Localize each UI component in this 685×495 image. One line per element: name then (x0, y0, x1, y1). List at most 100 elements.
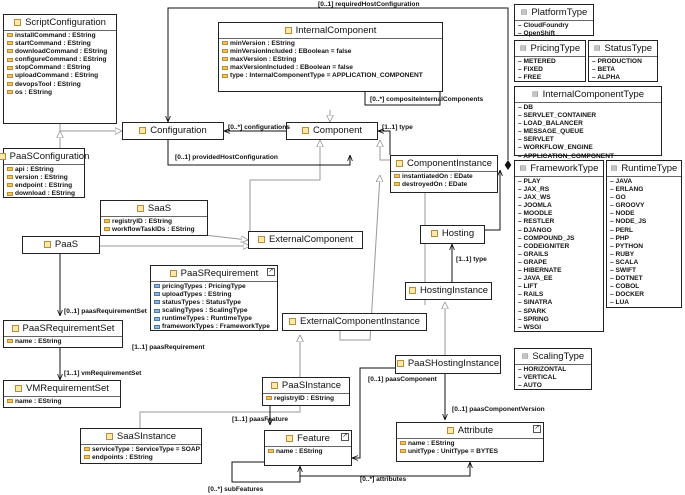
attribute-item[interactable]: name : EString (7, 398, 117, 406)
literal-item[interactable]: RUBY (610, 251, 678, 259)
class-paas-configuration[interactable]: PaaSConfiguration api : EString version … (0, 148, 89, 198)
attribute-item[interactable]: version : EString (7, 174, 81, 182)
literal-item[interactable]: BETA (592, 66, 654, 74)
attribute-item[interactable]: type : InternalComponentType = APPLICATI… (222, 72, 439, 80)
literal-item[interactable]: OpenShift (518, 30, 590, 38)
literal-item[interactable]: DOTNET (610, 275, 678, 283)
attribute-item[interactable]: minVersion : EString (222, 40, 439, 48)
literal-item[interactable]: PRODUCTION (592, 58, 654, 66)
literal-item[interactable]: FIXED (518, 66, 582, 74)
attribute-item[interactable]: registryID : EString (266, 395, 346, 403)
literal-item[interactable]: FREE (518, 74, 582, 82)
attribute-item[interactable]: api : EString (7, 166, 81, 174)
attribute-item[interactable]: minVersionIncluded : EBoolean = false (222, 48, 439, 56)
attribute-item[interactable]: runtimeTypes : RuntimeType (154, 315, 274, 323)
class-feature[interactable]: ↗ Feature name : EString (264, 430, 352, 466)
literal-item[interactable]: NODE (610, 210, 678, 218)
attribute-item[interactable]: workflowTaskIDs : EString (104, 226, 204, 234)
literal-item[interactable]: JAVA_EE (518, 275, 600, 283)
class-attribute[interactable]: ↗ Attribute name : EString unitType : Un… (396, 422, 544, 462)
literal-item[interactable]: METERED (518, 58, 582, 66)
literal-item[interactable]: SPRING (518, 316, 600, 324)
class-paas-requirement[interactable]: ↗ PaaSRequirement pricingTypes : Pricing… (150, 265, 278, 331)
literal-item[interactable]: HORIZONTAL (518, 366, 588, 374)
literal-item[interactable]: NODE_JS (610, 218, 678, 226)
attribute-item[interactable]: statusTypes : StatusType (154, 299, 274, 307)
attribute-item[interactable]: stopCommand : EString (7, 64, 113, 72)
literal-item[interactable]: PERL (610, 227, 678, 235)
class-vm-requirement-set[interactable]: VMRequirementSet name : EString (3, 380, 121, 408)
literal-item[interactable]: GROOVY (610, 202, 678, 210)
literal-item[interactable]: GRAILS (518, 251, 600, 259)
attribute-item[interactable]: download : EString (7, 190, 81, 198)
literal-item[interactable]: ALPHA (592, 74, 654, 82)
literal-item[interactable]: DB (518, 104, 658, 112)
enum-internal-component-type[interactable]: ▤InternalComponentType DB SERVLET_CONTAI… (514, 86, 662, 160)
literal-item[interactable]: SINATRA (518, 299, 600, 307)
class-hosting[interactable]: Hosting (420, 225, 485, 244)
class-external-component-instance[interactable]: ExternalComponentInstance (282, 313, 427, 331)
class-paas-hosting-instance[interactable]: PaaSHostingInstance (395, 355, 501, 374)
attribute-item[interactable]: registryID : EString (104, 218, 204, 226)
attribute-item[interactable]: devopsTool : EString (7, 81, 113, 89)
literal-item[interactable]: MESSAGE_QUEUE (518, 128, 658, 136)
attribute-item[interactable]: destroyedOn : EDate (394, 181, 494, 189)
enum-pricing-type[interactable]: ▤PricingType METERED FIXED FREE (514, 40, 586, 82)
literal-item[interactable]: WSGI (518, 324, 600, 332)
literal-item[interactable]: CODEIGNITER (518, 243, 600, 251)
attribute-item[interactable]: maxVersionIncluded : EBoolean = false (222, 64, 439, 72)
attribute-item[interactable]: pricingTypes : PricingType (154, 283, 274, 291)
class-saas[interactable]: SaaS registryID : EString workflowTaskID… (100, 200, 208, 236)
class-component-instance[interactable]: ComponentInstance instantiatedOn : EDate… (390, 155, 498, 193)
literal-item[interactable]: AUTO (518, 382, 588, 390)
enum-framework-type[interactable]: ▤FrameworkType PLAY JAX_RS JAX_WS JOOMLA… (514, 160, 604, 332)
literal-item[interactable]: JAX_WS (518, 194, 600, 202)
attribute-item[interactable]: endpoint : EString (7, 182, 81, 190)
attribute-item[interactable]: unitType : UnitType = BYTES (400, 448, 540, 456)
literal-item[interactable]: JOOMLA (518, 202, 600, 210)
literal-item[interactable]: HIBERNATE (518, 267, 600, 275)
literal-item[interactable]: COBOL (610, 283, 678, 291)
literal-item[interactable]: SERVLET_CONTAINER (518, 112, 658, 120)
class-component[interactable]: Component (286, 122, 378, 140)
class-saas-instance[interactable]: SaaSInstance serviceType : ServiceType =… (80, 428, 202, 464)
literal-item[interactable]: SERVLET (518, 136, 658, 144)
enum-status-type[interactable]: ▤StatusType PRODUCTION BETA ALPHA (588, 40, 658, 82)
enum-scaling-type[interactable]: ▤ScalingType HORIZONTAL VERTICAL AUTO (514, 348, 592, 390)
attribute-item[interactable]: scalingTypes : ScalingType (154, 307, 274, 315)
literal-item[interactable]: COMPOUND_JS (518, 235, 600, 243)
literal-item[interactable]: GO (610, 194, 678, 202)
literal-item[interactable]: MOODLE (518, 210, 600, 218)
literal-item[interactable]: LIFT (518, 283, 600, 291)
attribute-item[interactable]: downloadCommand : EString (7, 48, 113, 56)
attribute-item[interactable]: configureCommand : EString (7, 56, 113, 64)
literal-item[interactable]: CloudFoundry (518, 22, 590, 30)
attribute-item[interactable]: name : EString (400, 440, 540, 448)
class-configuration[interactable]: Configuration (122, 122, 224, 140)
attribute-item[interactable]: name : EString (268, 448, 348, 456)
class-hosting-instance[interactable]: HostingInstance (405, 282, 492, 300)
literal-item[interactable]: JAVA (610, 178, 678, 186)
class-external-component[interactable]: ExternalComponent (248, 231, 363, 249)
attribute-item[interactable]: uploadTypes : EString (154, 291, 274, 299)
literal-item[interactable]: SPARK (518, 308, 600, 316)
literal-item[interactable]: SCALA (610, 259, 678, 267)
literal-item[interactable]: PHP (610, 235, 678, 243)
class-paas[interactable]: PaaS (22, 236, 100, 254)
class-paas-instance[interactable]: PaaSInstance registryID : EString (262, 377, 350, 406)
literal-item[interactable]: ERLANG (610, 186, 678, 194)
literal-item[interactable]: APPLICATION_COMPONENT (518, 153, 658, 161)
literal-item[interactable]: LUA (610, 299, 678, 307)
attribute-item[interactable]: startCommand : EString (7, 40, 113, 48)
enum-platform-type[interactable]: ▤PlatformType CloudFoundry OpenShift (514, 4, 594, 38)
literal-item[interactable]: RAILS (518, 291, 600, 299)
attribute-item[interactable]: endpoints : EString (84, 454, 198, 462)
attribute-item[interactable]: installCommand : EString (7, 32, 113, 40)
literal-item[interactable]: DOCKER (610, 291, 678, 299)
attribute-item[interactable]: instantiatedOn : EDate (394, 173, 494, 181)
attribute-item[interactable]: uploadCommand : EString (7, 72, 113, 80)
literal-item[interactable]: JAX_RS (518, 186, 600, 194)
literal-item[interactable]: LOAD_BALANCER (518, 120, 658, 128)
literal-item[interactable]: WORKFLOW_ENGINE (518, 144, 658, 152)
literal-item[interactable]: GRAPE (518, 259, 600, 267)
